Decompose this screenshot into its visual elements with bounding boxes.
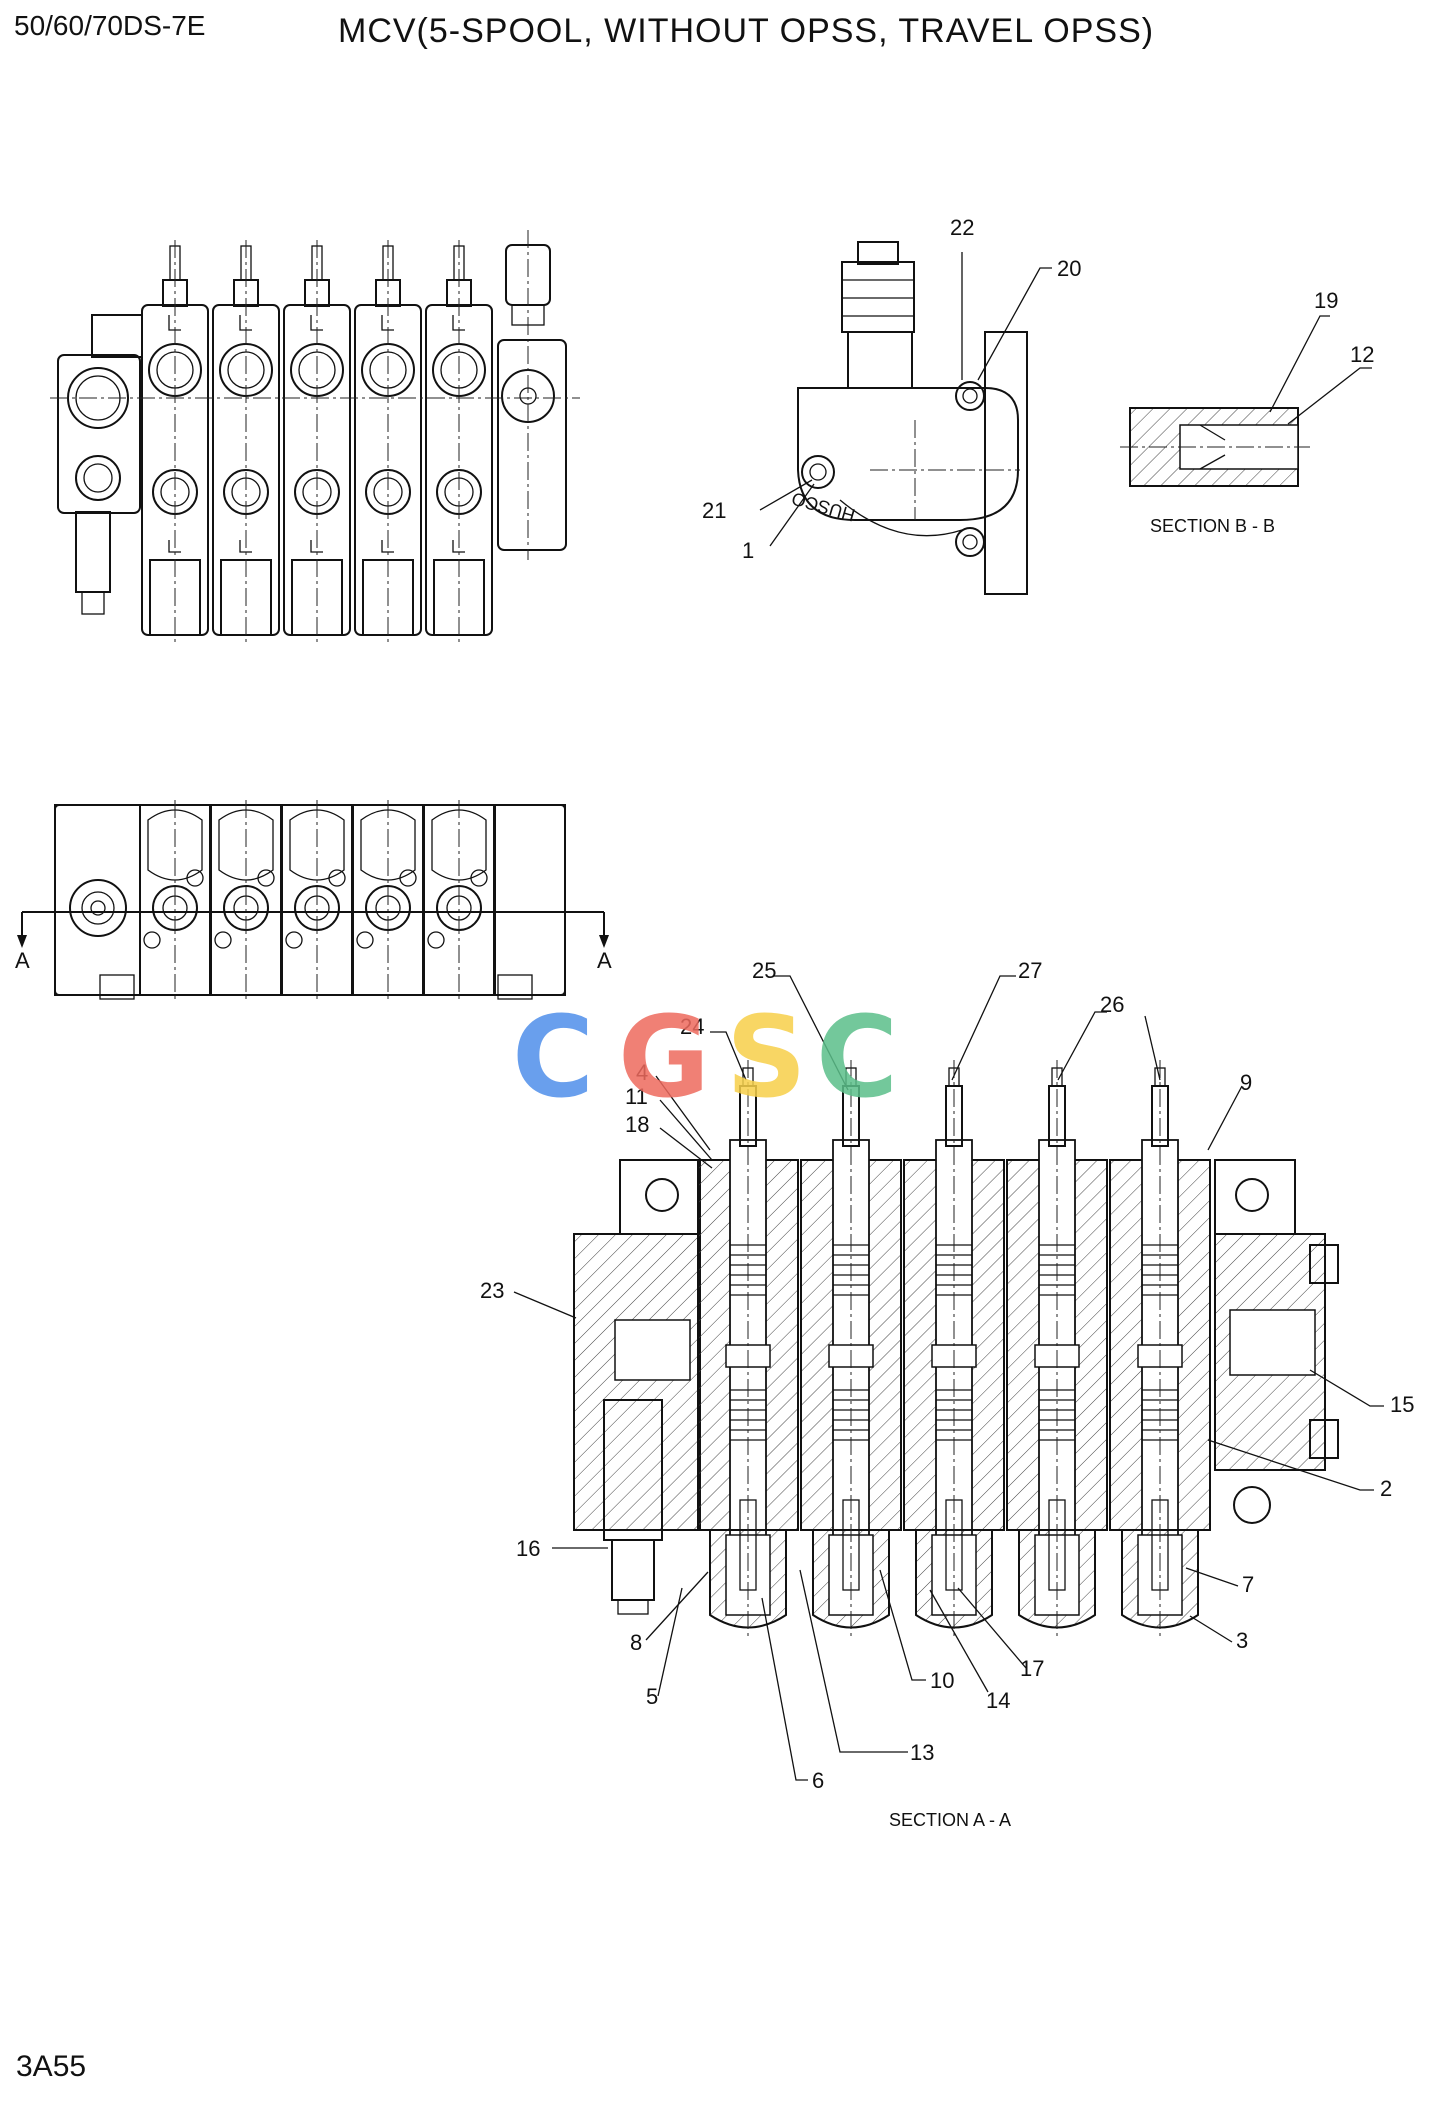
spool-section-top <box>281 800 353 1000</box>
callout-19: 19 <box>1314 288 1338 313</box>
section-aa-view: SECTION A - A <box>573 1060 1339 1830</box>
spool-section-cut <box>903 1060 1005 1640</box>
callout-23: 23 <box>480 1278 504 1303</box>
husco-stamp: HUSCO <box>789 488 857 525</box>
callout-4: 4 <box>636 1060 648 1085</box>
model-number: 50/60/70DS-7E <box>14 10 206 41</box>
spool-section-cut <box>697 1060 799 1640</box>
leader-lines <box>513 252 1384 1781</box>
section-marker-right: A <box>597 948 612 973</box>
callout-labels-side-view: 22 20 21 1 <box>702 215 1081 563</box>
mcv-side-view: HUSCO <box>789 241 1028 595</box>
page-title: MCV(5-SPOOL, WITHOUT OPSS, TRAVEL OPSS) <box>338 12 1155 50</box>
callout-7: 7 <box>1242 1572 1254 1597</box>
callout-3: 3 <box>1236 1628 1248 1653</box>
spool-section-front <box>425 240 493 645</box>
page-id: 3A55 <box>16 2050 87 2083</box>
callout-25: 25 <box>752 958 776 983</box>
watermark-letter: C <box>512 993 594 1123</box>
callout-labels-section-aa: 25 27 26 24 4 11 18 9 23 15 2 16 7 3 8 5… <box>480 958 1414 1793</box>
callout-22: 22 <box>950 215 974 240</box>
callout-15: 15 <box>1390 1392 1414 1417</box>
callout-1: 1 <box>742 538 754 563</box>
spool-section-top <box>139 800 211 1000</box>
watermark-letter: C <box>816 993 898 1123</box>
callout-6: 6 <box>812 1768 824 1793</box>
callout-9: 9 <box>1240 1070 1252 1095</box>
callout-20: 20 <box>1057 256 1081 281</box>
callout-11: 11 <box>625 1084 648 1109</box>
watermark-letter: S <box>726 993 807 1123</box>
spool-section-front <box>141 240 209 645</box>
watermark-letter: G <box>618 993 710 1123</box>
callout-labels-section-bb: 19 12 <box>1314 288 1374 367</box>
callout-12: 12 <box>1350 342 1374 367</box>
callout-18: 18 <box>625 1112 649 1137</box>
callout-24: 24 <box>680 1014 704 1039</box>
callout-26: 26 <box>1100 992 1124 1017</box>
spool-section-front <box>283 240 351 645</box>
callout-10: 10 <box>930 1668 954 1693</box>
mcv-front-view <box>50 230 580 645</box>
spool-section-front <box>354 240 422 645</box>
callout-13: 13 <box>910 1740 934 1765</box>
callout-14: 14 <box>986 1688 1010 1713</box>
callout-27: 27 <box>1018 958 1042 983</box>
spool-section-cut <box>1109 1060 1211 1640</box>
callout-17: 17 <box>1020 1656 1044 1681</box>
spool-section-front <box>212 240 280 645</box>
callout-21: 21 <box>702 498 726 523</box>
spool-section-cut <box>1006 1060 1108 1640</box>
spool-section-top <box>210 800 282 1000</box>
callout-2: 2 <box>1380 1476 1392 1501</box>
spool-section-cut <box>800 1060 902 1640</box>
section-marker-left: A <box>15 948 30 973</box>
section-bb-caption: SECTION B - B <box>1150 516 1275 536</box>
cgsc-watermark: C G S C <box>512 993 898 1123</box>
section-aa-caption: SECTION A - A <box>889 1810 1011 1830</box>
callout-8: 8 <box>630 1630 642 1655</box>
spool-section-top <box>352 800 424 1000</box>
mcv-top-view: A A <box>15 800 612 1000</box>
spool-section-top <box>423 800 495 1000</box>
section-bb-view: SECTION B - B <box>1120 407 1310 536</box>
callout-5: 5 <box>646 1684 658 1709</box>
callout-16: 16 <box>516 1536 540 1561</box>
